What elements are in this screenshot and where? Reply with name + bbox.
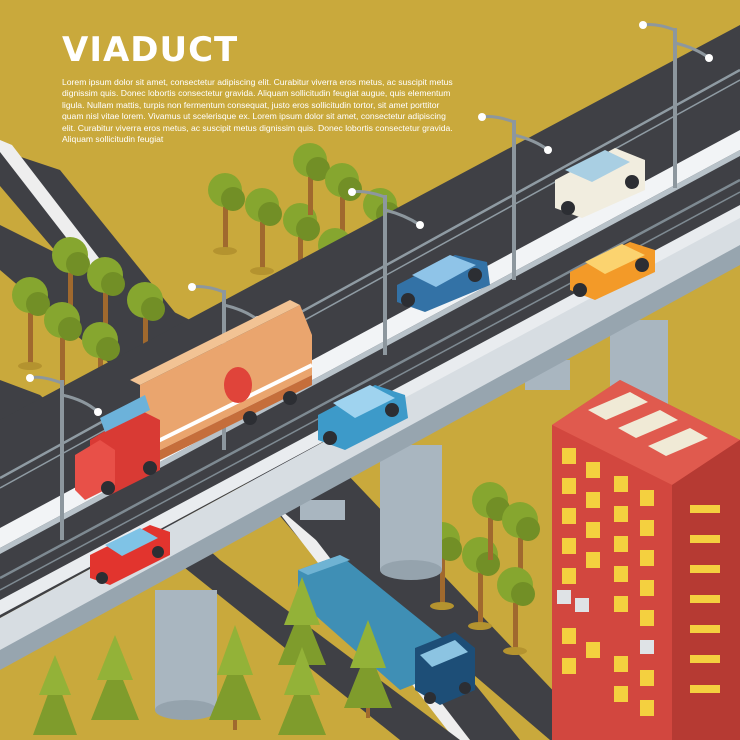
vehicles: [75, 148, 655, 705]
fir-tree-icon: [33, 655, 77, 735]
deciduous-tree-icon: [12, 277, 50, 370]
pillar: [155, 590, 217, 720]
deciduous-tree-icon: [325, 163, 362, 240]
street-lamp-icon: [478, 113, 552, 280]
deciduous-tree-icon: [293, 143, 330, 215]
street-lamp-icon: [348, 188, 424, 355]
trailer-logo: [224, 367, 252, 403]
tree-grove-left: [12, 237, 165, 403]
deciduous-tree-icon: [87, 257, 125, 335]
street-lamp-icon: [639, 21, 713, 188]
car-icon: [90, 525, 170, 585]
fir-tree-icon: [91, 635, 139, 720]
car-icon: [570, 242, 655, 300]
car-icon: [397, 255, 490, 312]
car-icon: [318, 385, 408, 450]
building-windows: [562, 448, 720, 716]
air-conditioner-units: [557, 590, 654, 654]
truck-icon: [75, 300, 313, 500]
deciduous-tree-icon: [52, 237, 90, 320]
street-lamp-icon: [26, 374, 102, 540]
fir-trees: [33, 577, 392, 735]
deciduous-tree-icon: [245, 188, 282, 275]
deciduous-tree-icon: [502, 502, 540, 580]
description-text: Lorem ipsum dolor sit amet, consectetur …: [62, 77, 453, 145]
truck-icon: [298, 555, 475, 705]
office-building: [552, 380, 740, 740]
pillar: [380, 445, 442, 580]
rooftop-vents: [588, 392, 708, 456]
fir-tree-icon: [278, 647, 326, 735]
pillar: [300, 500, 345, 520]
deciduous-tree-icon: [472, 482, 510, 560]
fir-tree-icon: [209, 625, 261, 730]
deciduous-tree-icon: [44, 302, 82, 385]
page-title: VIADUCT: [62, 30, 239, 70]
car-icon: [555, 148, 645, 218]
fir-tree-icon: [344, 620, 392, 718]
deciduous-tree-icon: [497, 567, 535, 655]
deciduous-tree-icon: [208, 173, 245, 255]
